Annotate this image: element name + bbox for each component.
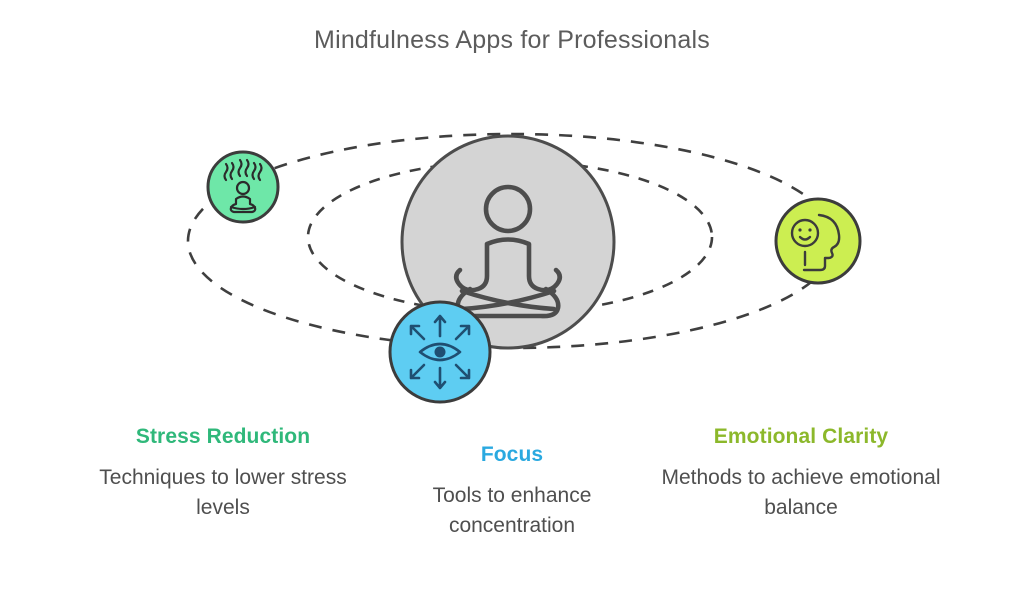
node-emotional-clarity-circle [774, 197, 862, 285]
column-focus: Focus Tools to enhance concentration [372, 443, 652, 541]
page-title: Mindfulness Apps for Professionals [314, 26, 710, 54]
column-heading-focus: Focus [480, 443, 544, 466]
eye-radiating-arrows-icon [409, 314, 471, 390]
column-emotional-clarity: Emotional Clarity Methods to achieve emo… [656, 425, 946, 523]
column-description-emotional-clarity: Methods to achieve emotional balance [661, 466, 941, 519]
column-heading-emotional-clarity: Emotional Clarity [713, 425, 889, 448]
column-description-focus: Tools to enhance concentration [432, 484, 592, 537]
column-description-stress-reduction: Techniques to lower stress levels [99, 466, 347, 519]
column-stress-reduction: Stress Reduction Techniques to lower str… [73, 425, 373, 523]
node-stress-reduction[interactable] [206, 150, 280, 224]
node-emotional-clarity[interactable] [774, 197, 862, 285]
stressed-person-waves-icon [223, 158, 263, 214]
head-profile-smiley-icon [790, 213, 841, 272]
center-node-circle [400, 134, 616, 350]
inner-orbit [306, 159, 714, 315]
center-node[interactable] [400, 134, 616, 350]
node-focus[interactable] [388, 300, 492, 404]
column-heading-stress-reduction: Stress Reduction [135, 425, 311, 448]
meditating-person-lotus-icon [453, 184, 563, 319]
